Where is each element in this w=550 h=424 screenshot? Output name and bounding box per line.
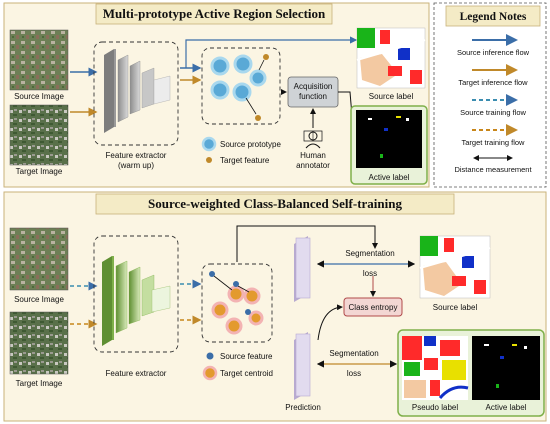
target-centroid-label: Target centroid — [220, 369, 273, 378]
prediction-label: Prediction — [285, 403, 321, 412]
bottom-extractor-box — [93, 235, 179, 353]
top-prototype-box — [201, 47, 281, 125]
human-label-line2: annotator — [296, 161, 330, 170]
legend-label-2: Source training flow — [460, 108, 526, 117]
bottom-centroid-box — [201, 263, 273, 343]
pseudo-label-image — [402, 336, 469, 400]
class-entropy-box — [343, 297, 403, 317]
source-feature-icon — [206, 352, 214, 360]
top-source-image — [9, 29, 69, 91]
human-label-line1: Human — [300, 151, 326, 160]
source-feature-label: Source feature — [220, 352, 273, 361]
bottom-active-label-caption: Active label — [486, 403, 527, 412]
legend-title: Legend Notes — [460, 11, 527, 23]
target-feature-icon — [206, 157, 212, 163]
prediction-target-slab — [294, 332, 311, 400]
legend-label-3: Target training flow — [462, 138, 526, 147]
top-source-image-label: Source Image — [14, 92, 64, 101]
legend-title-bg — [445, 5, 541, 27]
source-prototype-label: Source prototype — [220, 140, 281, 149]
top-extractor-label: Feature extractor — [106, 151, 167, 160]
legend-label-4: Distance measurement — [454, 165, 532, 174]
bottom-target-image — [9, 311, 69, 375]
top-source-label-image — [356, 27, 426, 89]
top-extractor-sublabel: (warm up) — [118, 161, 154, 170]
top-panel-title: Multi-prototype Active Region Selection — [103, 6, 326, 21]
bottom-source-image-label: Source Image — [14, 295, 64, 304]
legend-target-inference: Target inference flow — [458, 64, 528, 87]
top-extractor-box — [93, 41, 179, 146]
top-active-label-caption: Active label — [369, 173, 410, 182]
seg-loss-top-line2: loss — [363, 269, 377, 278]
legend-label-0: Source inference flow — [457, 48, 530, 57]
bottom-centroids — [209, 271, 264, 335]
target-feature-label: Target feature — [220, 156, 270, 165]
seg-loss-bottom-line1: Segmentation — [329, 349, 378, 358]
bottom-panel-title: Source-weighted Class-Balanced Self-trai… — [148, 196, 402, 211]
seg-loss-top-line1: Segmentation — [345, 249, 394, 258]
bottom-active-label-image — [472, 336, 540, 400]
seg-loss-bottom-line2: loss — [347, 369, 361, 378]
bottom-source-label-image — [419, 235, 491, 299]
prediction-source-slab — [294, 236, 311, 302]
bottom-source-image — [9, 227, 69, 291]
bottom-extractor-label: Feature extractor — [106, 369, 167, 378]
source-prototype-icon — [201, 136, 217, 152]
pseudo-label-caption: Pseudo label — [412, 403, 458, 412]
top-feature-extractor — [104, 49, 171, 133]
acquisition-label-line1: Acquisition — [294, 82, 333, 91]
top-prototypes — [210, 54, 269, 121]
class-entropy-label: Class entropy — [349, 303, 398, 312]
top-active-label-image — [356, 110, 422, 168]
top-target-image-label: Target Image — [16, 167, 63, 176]
legend-distance: Distance measurement — [454, 155, 532, 174]
bottom-target-image-label: Target Image — [16, 379, 63, 388]
top-source-label-caption: Source label — [369, 92, 414, 101]
target-centroid-icon — [202, 365, 218, 381]
legend-label-1: Target inference flow — [458, 78, 528, 87]
legend-source-training: Source training flow — [460, 94, 527, 117]
human-annotator-icon — [303, 130, 323, 149]
top-target-image — [9, 104, 69, 166]
top-title-bg — [95, 3, 333, 25]
acquisition-label-line2: function — [299, 92, 327, 101]
legend-panel — [433, 2, 547, 188]
bottom-source-label-caption: Source label — [433, 303, 478, 312]
bottom-feature-extractor — [102, 256, 171, 346]
legend-source-inference: Source inference flow — [457, 34, 530, 57]
bottom-title-bg — [95, 193, 455, 215]
legend-target-training: Target training flow — [462, 124, 526, 147]
